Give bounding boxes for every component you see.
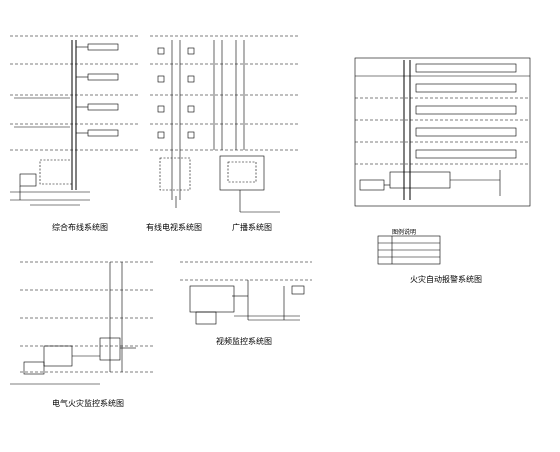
fire-alarm-caption: 火灾自动报警系统图: [410, 275, 482, 284]
cable-tv-diagram: [150, 35, 300, 208]
security-monitor-diagram: [180, 261, 312, 325]
security-monitor-caption: 视频监控系统图: [216, 337, 272, 346]
electrical-monitor-caption: 电气火灾监控系统图: [52, 399, 124, 408]
broadcast-diagram: [213, 40, 280, 213]
integrated-wiring-caption: 综合布线系统图: [52, 223, 108, 232]
broadcast-caption: 广播系统图: [232, 223, 272, 232]
cable-tv-caption: 有线电视系统图: [146, 223, 202, 232]
integrated-wiring-diagram: [10, 35, 140, 206]
electrical-monitor-diagram: [10, 261, 155, 385]
legend-title: 图例说明: [392, 229, 417, 236]
fire-alarm-diagram: [354, 57, 531, 265]
